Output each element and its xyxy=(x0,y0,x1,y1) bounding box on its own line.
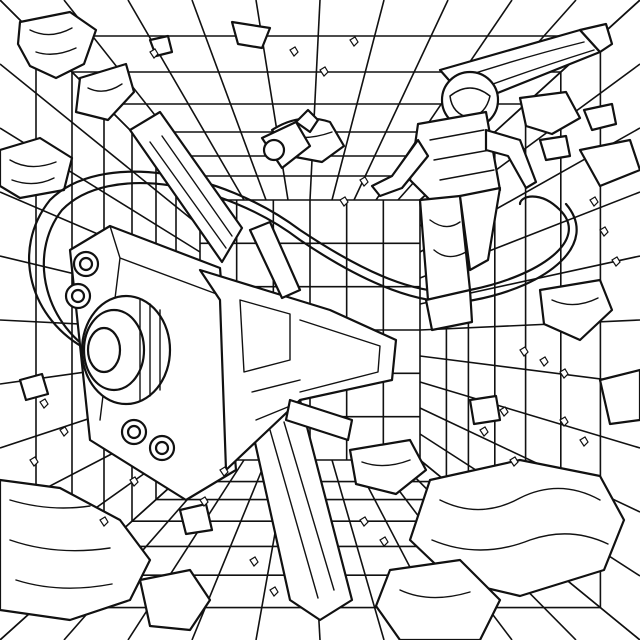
debris-speck xyxy=(29,456,39,467)
debris-speck xyxy=(249,556,259,567)
debris-speck xyxy=(379,536,389,547)
grid-line xyxy=(191,0,267,201)
debris-speck xyxy=(129,476,139,487)
debris-speck xyxy=(39,398,49,409)
debris-speck xyxy=(599,226,609,237)
debris-speck xyxy=(339,196,349,207)
astronaut xyxy=(370,70,538,332)
debris-speck xyxy=(199,496,209,507)
grid-line xyxy=(419,319,640,331)
tether-cable xyxy=(28,170,570,352)
grid-line xyxy=(419,381,640,449)
debris-speck xyxy=(559,416,569,427)
floating-rocks xyxy=(348,438,626,640)
grid-line xyxy=(127,0,245,201)
debris-speck xyxy=(269,586,279,597)
grid-line xyxy=(0,63,201,227)
small-drone xyxy=(260,108,320,170)
debris-speck xyxy=(219,466,229,477)
debris-speck xyxy=(579,436,589,447)
grid-line xyxy=(353,0,449,201)
debris-speck xyxy=(349,36,359,47)
debris-speck xyxy=(359,516,369,527)
floating-rocks-left xyxy=(0,478,212,632)
grid-line xyxy=(331,0,385,201)
floating-debris xyxy=(0,10,640,536)
debris-speck xyxy=(499,406,509,417)
debris-speck xyxy=(319,66,329,77)
debris-specks xyxy=(29,36,621,597)
debris-speck xyxy=(59,426,69,437)
debris-speck xyxy=(99,516,109,527)
debris-speck xyxy=(519,346,529,357)
debris-speck xyxy=(589,196,599,207)
debris-speck xyxy=(509,456,519,467)
spacecraft xyxy=(64,110,398,622)
debris-speck xyxy=(539,356,549,367)
debris-speck xyxy=(149,48,159,59)
grid-line xyxy=(309,0,321,201)
debris-speck xyxy=(479,426,489,437)
debris-speck xyxy=(289,46,299,57)
debris-speck xyxy=(559,368,569,379)
tether-cable-inner xyxy=(42,182,578,358)
grid-line xyxy=(331,459,385,640)
debris-speck xyxy=(611,256,621,267)
debris-speck xyxy=(359,176,369,187)
